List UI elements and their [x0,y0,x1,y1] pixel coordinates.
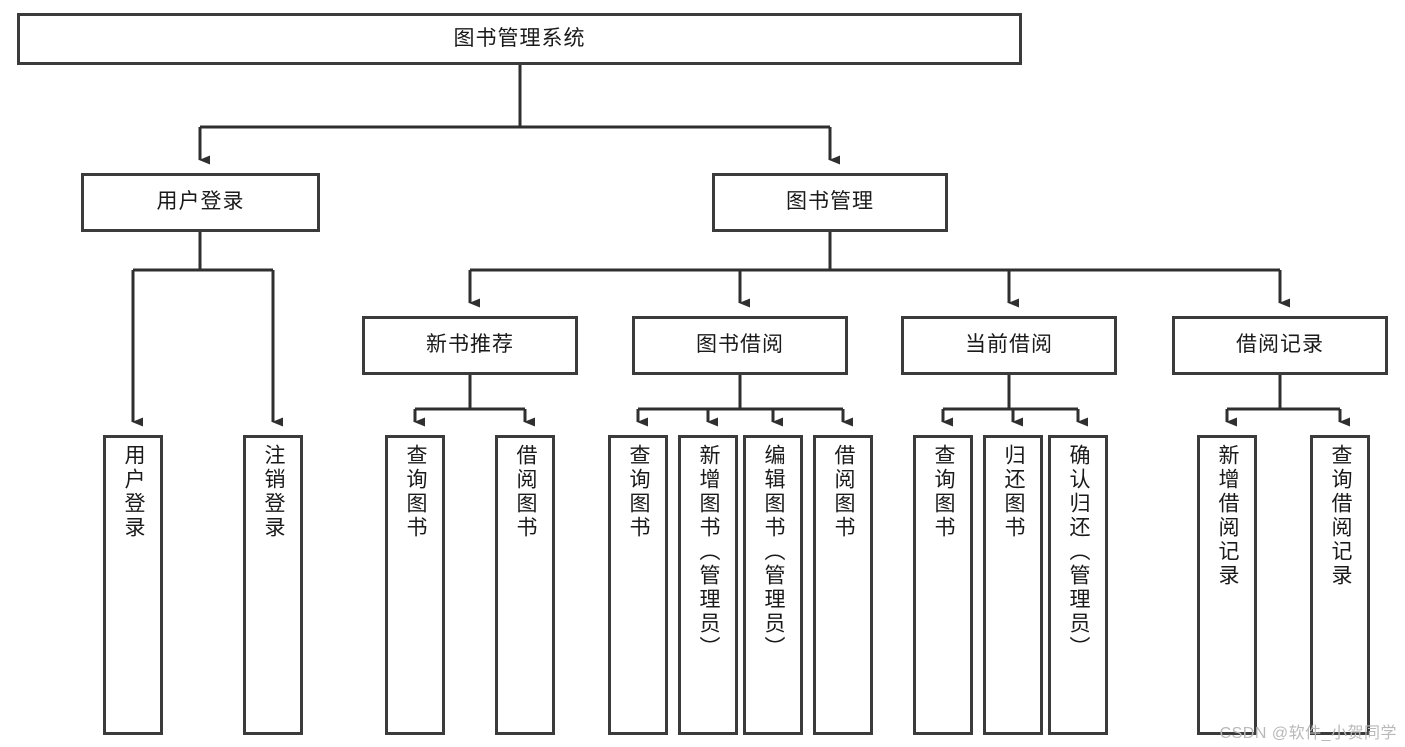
leaf-return-book[interactable]: 归还图书 [983,435,1043,735]
node-label: 查询图书 [404,444,428,540]
node-current-borrow[interactable]: 当前借阅 [901,316,1117,375]
node-user-login[interactable]: 用户登录 [81,173,320,232]
node-label: 查询图书 [627,444,651,540]
leaf-borrow-book-recommend[interactable]: 借阅图书 [495,435,555,735]
node-borrow-record[interactable]: 借阅记录 [1172,316,1388,375]
node-label: 借阅图书 [514,444,538,540]
leaf-edit-book-admin[interactable]: 编辑图书（管理员） [743,435,803,735]
leaf-add-book-admin[interactable]: 新增图书（管理员） [678,435,738,735]
node-label: 注销登录 [262,444,286,540]
node-root-system[interactable]: 图书管理系统 [17,13,1022,65]
node-new-book-recommend[interactable]: 新书推荐 [362,316,578,375]
node-book-manage[interactable]: 图书管理 [712,173,948,232]
node-label: 编辑图书（管理员） [762,444,786,660]
leaf-logout[interactable]: 注销登录 [243,435,303,735]
node-label: 借阅记录 [1236,333,1324,357]
node-label: 用户登录 [156,190,245,214]
leaf-query-borrow-record[interactable]: 查询借阅记录 [1310,435,1370,735]
node-label: 新增借阅记录 [1216,444,1240,588]
leaf-query-book-recommend[interactable]: 查询图书 [385,435,445,735]
csdn-watermark: CSDN @软件_小贺同学 [1219,725,1397,742]
node-book-borrow[interactable]: 图书借阅 [632,316,848,375]
node-label: 图书借阅 [696,333,784,357]
node-label: 新增图书（管理员） [697,444,721,660]
leaf-query-book-current[interactable]: 查询图书 [913,435,973,735]
leaf-add-borrow-record[interactable]: 新增借阅记录 [1197,435,1257,735]
node-label: 查询图书 [932,444,956,540]
leaf-user-login[interactable]: 用户登录 [103,435,163,735]
node-label: 用户登录 [122,444,146,540]
node-label: 确认归还（管理员） [1067,444,1091,660]
node-label: 当前借阅 [965,333,1053,357]
node-label: 查询借阅记录 [1329,444,1353,588]
node-label: 借阅图书 [832,444,856,540]
node-label: 归还图书 [1002,444,1026,540]
node-label: 图书管理 [786,190,874,214]
leaf-borrow-book[interactable]: 借阅图书 [813,435,873,735]
node-label: 图书管理系统 [453,26,586,50]
leaf-confirm-return-admin[interactable]: 确认归还（管理员） [1048,435,1108,735]
node-label: 新书推荐 [426,333,514,357]
leaf-query-book-borrow[interactable]: 查询图书 [608,435,668,735]
